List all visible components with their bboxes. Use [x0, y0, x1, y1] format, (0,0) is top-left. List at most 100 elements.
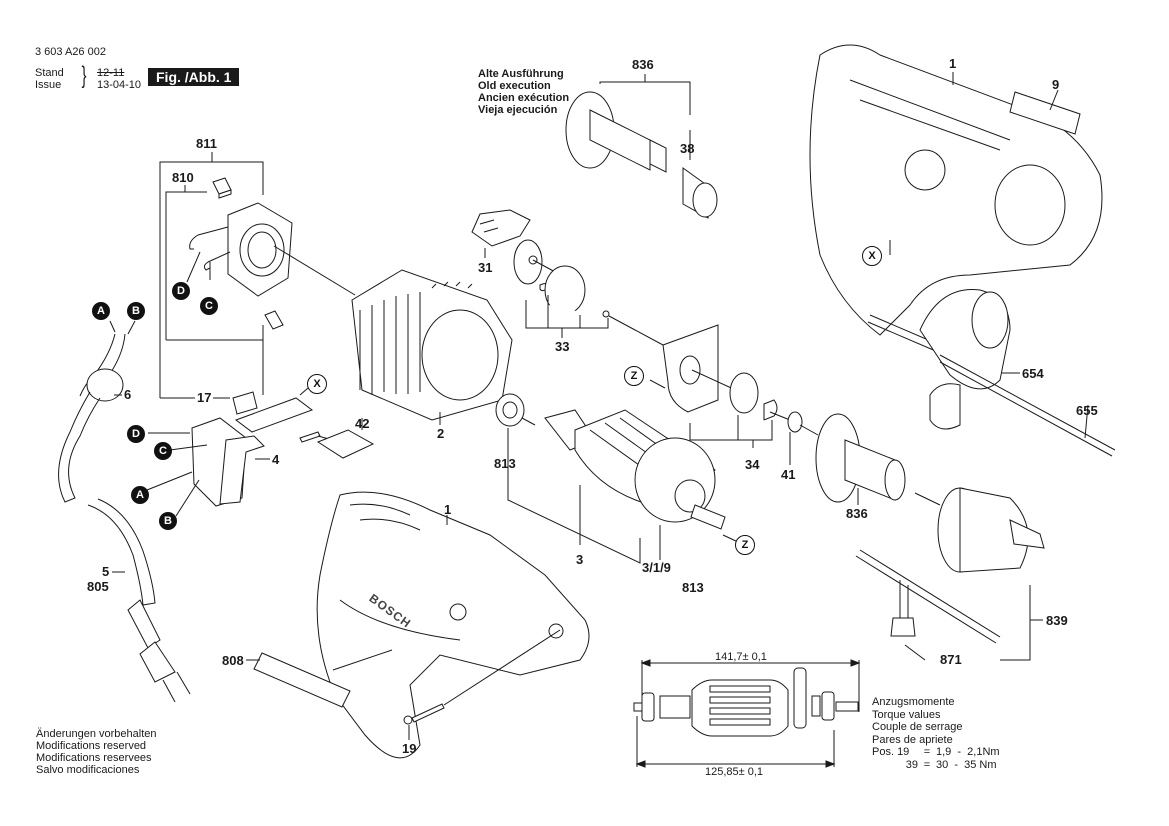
slider-17 [233, 388, 312, 432]
part-label-5: 5 [102, 564, 110, 579]
part-label-19: 19 [402, 741, 417, 756]
auxiliary-handle-654 [868, 290, 1020, 430]
note-line: Old execution [478, 80, 551, 92]
part-label-654: 654 [1022, 366, 1044, 381]
callout-cord-b: B [127, 302, 145, 320]
housing-half-left [317, 492, 589, 758]
depth-stop-655 [940, 355, 1115, 456]
part-label-811: 811 [196, 136, 217, 151]
part-label-17: 17 [197, 390, 212, 405]
part-label-839: 839 [1046, 613, 1068, 628]
figure-label: Fig. /Abb. 1 [148, 68, 240, 86]
torque-title: Torque values [872, 708, 941, 721]
torque-equals: = [923, 758, 931, 771]
reference-marker-x-slider: X [307, 374, 327, 394]
reference-marker-z-armature: Z [735, 535, 755, 555]
reference-marker-z-plate: Z [624, 366, 644, 386]
torque-range: 1,9 - 2,1Nm [936, 746, 1000, 758]
torque-title: Couple de serrage [872, 721, 963, 733]
part-label-655: 655 [1076, 403, 1098, 418]
bracket-811-lines [160, 152, 263, 398]
drill-chuck-839 [915, 488, 1044, 660]
stand-issue-labels: Stand Issue [35, 67, 64, 91]
note-line: Ancien exécution [478, 92, 570, 104]
part-label-3: 3 [576, 552, 584, 567]
torque-range: 30 - 35 Nm [936, 758, 997, 771]
old-execution-note: Alte Ausführung Old execution Ancien exé… [478, 68, 569, 116]
part-label-808: 808 [222, 653, 244, 668]
modifications-note: Änderungen vorbehalten Modifications res… [36, 728, 156, 776]
part-label-9: 9 [1052, 77, 1060, 92]
gear-shaft-836-old [566, 74, 717, 218]
part-label-6: 6 [124, 387, 132, 402]
note-line: Änderungen vorbehalten [36, 728, 157, 740]
callout-brush-c: C [200, 297, 218, 315]
issue-label: Issue [35, 79, 62, 91]
part-label-33: 33 [555, 339, 570, 354]
part-label-810: 810 [172, 170, 194, 185]
torque-title: Anzugsmomente [872, 696, 955, 708]
brush-holder [190, 203, 355, 296]
document-number: 3 603 A26 002 [35, 46, 106, 58]
callout-cord-a: A [92, 302, 110, 320]
part-label-836: 836 [846, 506, 868, 521]
part-label-871: 871 [940, 652, 962, 667]
part-label-4: 4 [272, 452, 280, 467]
torque-position: Pos. 19 [872, 746, 910, 758]
callout-switch-b: B [159, 512, 177, 530]
note-line: Salvo modificaciones [36, 764, 140, 776]
part-label-42: 42 [355, 416, 370, 431]
brush-spring-42 [300, 418, 373, 458]
part-label-38: 38 [680, 141, 695, 156]
torque-row: 39 = 30 - 35 Nm [872, 759, 1000, 772]
torque-title: Pares de apriete [872, 733, 953, 746]
part-label-31: 31 [478, 260, 493, 275]
screw-19 [404, 630, 560, 740]
torque-equals: = [923, 746, 931, 758]
torque-row: Pos. 19 = 1,9 - 2,1Nm [872, 746, 1000, 759]
callout-switch-c: C [154, 442, 172, 460]
part-label-836-old: 836 [632, 57, 654, 72]
note-line: Modifications reservees [36, 752, 152, 764]
part-label-41: 41 [781, 467, 796, 482]
note-line: Alte Ausführung [478, 68, 564, 80]
note-line: Vieja ejecución [478, 104, 558, 116]
part-label-3-1-9: 3/1/9 [642, 560, 671, 575]
carbon-brush-top [213, 178, 231, 198]
stator-2 [352, 270, 512, 425]
part-label-813-armature: 813 [682, 580, 704, 595]
issue-date: 13-04-10 [97, 79, 142, 91]
part-label-805: 805 [87, 579, 109, 594]
dimension-core-length: 125,85± 0,1 [705, 766, 764, 778]
dimension-overall-length: 141,7± 0,1 [715, 651, 767, 663]
torque-position: 39 [905, 758, 918, 771]
note-line: Modifications reserved [36, 740, 147, 752]
type-plate-808 [246, 653, 350, 707]
chuck-key-871 [856, 550, 1000, 660]
armature-3 [496, 394, 738, 563]
part-label-1-housing-right: 1 [949, 56, 957, 71]
part-label-813-bearing: 813 [494, 456, 516, 471]
armature-dimension-drawing [634, 660, 859, 767]
callout-switch-a: A [131, 486, 149, 504]
revision-dates: 12-11 13-04-10 [97, 67, 141, 91]
cover-31 [472, 210, 530, 258]
reference-marker-x-housing: X [862, 246, 882, 266]
callout-brush-d: D [172, 282, 190, 300]
stand-label: Stand [35, 67, 64, 79]
gear-shaft-836 [800, 414, 905, 505]
callout-switch-d: D [127, 425, 145, 443]
part-label-34: 34 [745, 457, 760, 472]
fan-baffle-33 [514, 240, 663, 345]
brace-symbol: } [81, 62, 87, 89]
part-label-2: 2 [437, 426, 445, 441]
part-label-1-housing-left: 1 [444, 502, 452, 517]
label-plate-9 [1010, 90, 1080, 134]
old-date: 12-11 [97, 67, 125, 79]
torque-values-table: Anzugsmomente Torque values Couple de se… [872, 696, 1000, 771]
carbon-brush-bottom [265, 311, 283, 329]
power-cord [59, 321, 190, 702]
air-guide-34 [650, 325, 802, 465]
switch-4 [147, 418, 270, 516]
